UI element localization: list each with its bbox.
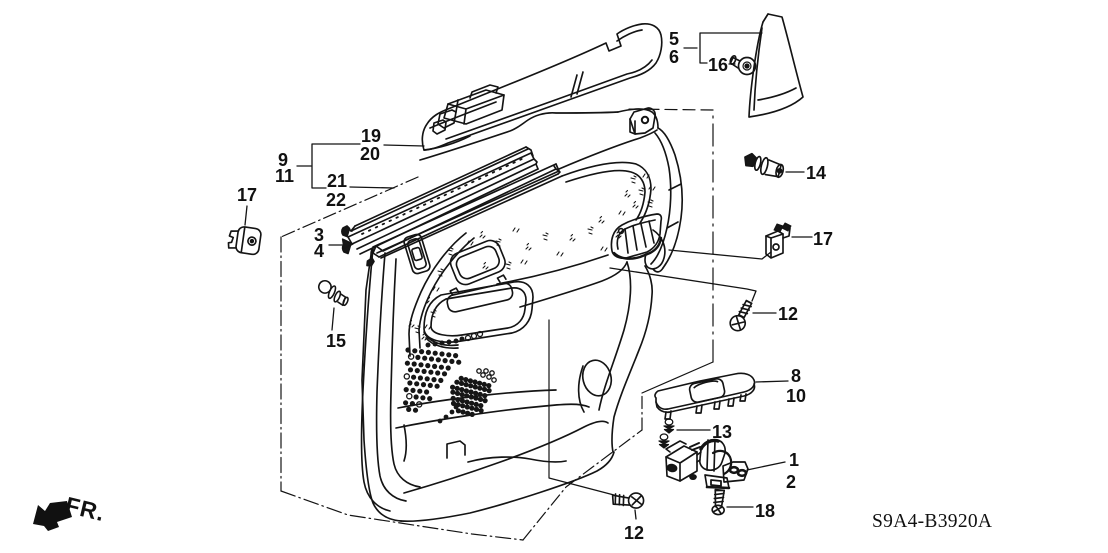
- svg-text:22: 22: [326, 190, 346, 210]
- svg-text:10: 10: [786, 386, 806, 406]
- svg-text:3: 3: [314, 225, 324, 245]
- svg-text:9: 9: [278, 150, 288, 170]
- svg-text:FR.: FR.: [63, 492, 108, 527]
- svg-text:12: 12: [624, 523, 644, 543]
- svg-text:5: 5: [669, 29, 679, 49]
- svg-text:6: 6: [669, 47, 679, 67]
- svg-text:2: 2: [786, 472, 796, 492]
- svg-text:1: 1: [789, 450, 799, 470]
- svg-text:18: 18: [755, 501, 775, 521]
- svg-text:20: 20: [360, 144, 380, 164]
- svg-text:19: 19: [361, 126, 381, 146]
- svg-text:21: 21: [327, 171, 347, 191]
- svg-text:17: 17: [237, 185, 257, 205]
- svg-text:12: 12: [778, 304, 798, 324]
- svg-text:13: 13: [712, 422, 732, 442]
- svg-text:8: 8: [791, 366, 801, 386]
- svg-text:17: 17: [813, 229, 833, 249]
- svg-text:S9A4-B3920A: S9A4-B3920A: [872, 511, 992, 532]
- svg-text:11: 11: [275, 166, 294, 186]
- svg-text:15: 15: [326, 331, 346, 351]
- svg-text:4: 4: [314, 241, 324, 261]
- svg-text:16: 16: [708, 55, 728, 75]
- svg-text:14: 14: [806, 163, 826, 183]
